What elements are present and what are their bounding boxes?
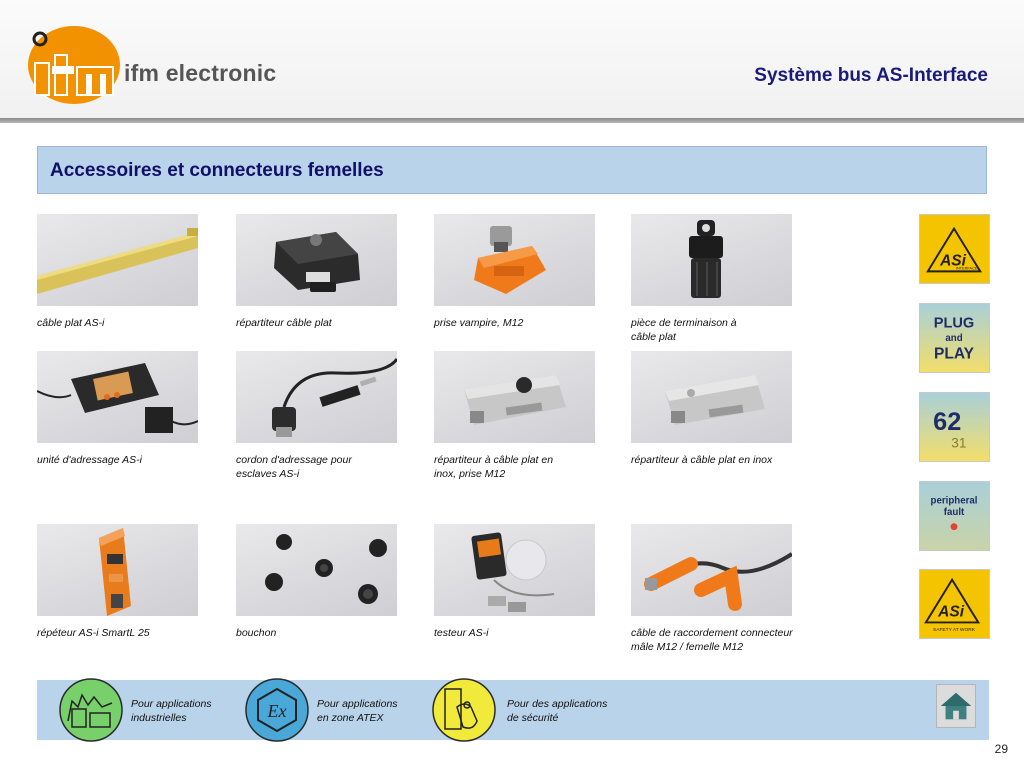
page-number: 29 <box>994 742 1008 756</box>
product-caption: répéteur AS-i SmartL 25 <box>37 626 212 640</box>
industrial-application-text: Pour applications industrielles <box>131 697 251 725</box>
caption-line: cordon d'adressage pour <box>236 454 352 466</box>
document-title: Système bus AS-Interface <box>754 65 988 86</box>
section-title-bar: Accessoires et connecteurs femelles <box>37 146 987 194</box>
peripheral-fault-badge: peripheral fault <box>919 481 990 551</box>
caption-line: répartiteur à câble plat en inox <box>631 454 773 466</box>
home-button[interactable] <box>936 684 976 728</box>
product-image-termination-piece <box>631 214 792 306</box>
atex-icon-text: Ex <box>267 701 287 721</box>
product-image-stainless-splitter <box>631 351 792 443</box>
plug-text: PLUG <box>934 315 974 331</box>
asi-safety-subtext: SAFETY AT WORK <box>933 627 976 633</box>
product-caption: pièce de terminaison à câble plat <box>631 316 806 344</box>
addresses-badge: 62 31 <box>919 392 990 462</box>
home-icon <box>940 692 972 720</box>
product-image-vampire-plug <box>434 214 595 306</box>
ifm-logo <box>28 26 120 104</box>
atex-application-text: Pour applications en zone ATEX <box>317 697 437 725</box>
product-image-flat-cable <box>37 214 198 306</box>
footer-text-line: Pour des applications <box>507 698 608 710</box>
asi-interface-badge: ASi INTERFACE <box>919 214 990 284</box>
and-text: and <box>945 333 962 344</box>
product-image-addressing-unit <box>37 351 198 443</box>
industrial-application-icon <box>59 678 123 742</box>
asi-safety-text: ASi <box>937 604 965 621</box>
header-divider <box>0 118 1024 123</box>
safety-application-icon <box>432 678 496 742</box>
caption-line: prise vampire, M12 <box>434 317 524 329</box>
header: ifm electronic Système bus AS-Interface <box>0 0 1024 118</box>
product-caption: répartiteur à câble plat en inox <box>631 453 806 467</box>
footer-text-line: Pour applications <box>131 698 212 710</box>
caption-line: câble plat AS-i <box>37 317 105 329</box>
product-image-addressing-cord <box>236 351 397 443</box>
caption-line: testeur AS-i <box>434 627 489 639</box>
product-caption: câble plat AS-i <box>37 316 212 330</box>
product-image-tester <box>434 524 595 616</box>
product-caption: unité d'adressage AS-i <box>37 453 212 467</box>
safety-application-text: Pour des applications de sécurité <box>507 697 627 725</box>
peripheral-text: peripheral <box>931 495 978 506</box>
caption-line: répartiteur câble plat <box>236 317 332 329</box>
footer-bar <box>37 680 989 740</box>
caption-line: unité d'adressage AS-i <box>37 454 142 466</box>
footer-text-line: industrielles <box>131 712 187 724</box>
asi-badge-subtext: INTERFACE <box>956 265 978 270</box>
caption-line: câble plat <box>631 331 676 343</box>
product-caption: bouchon <box>236 626 411 640</box>
product-image-plugs <box>236 524 397 616</box>
caption-line: mâle M12 / femelle M12 <box>631 641 744 653</box>
addresses-small-number: 31 <box>951 435 966 450</box>
product-caption: cordon d'adressage pour esclaves AS-i <box>236 453 411 481</box>
caption-line: bouchon <box>236 627 277 639</box>
footer-text-line: en zone ATEX <box>317 712 384 724</box>
caption-line: esclaves AS-i <box>236 468 300 480</box>
caption-line: répéteur AS-i SmartL 25 <box>37 627 150 639</box>
product-caption: testeur AS-i <box>434 626 609 640</box>
section-title: Accessoires et connecteurs femelles <box>50 160 384 181</box>
product-image-stainless-splitter-m12 <box>434 351 595 443</box>
atex-application-icon: Ex <box>245 678 309 742</box>
plug-and-play-badge: PLUG and PLAY <box>919 303 990 373</box>
footer-text-line: de sécurité <box>507 712 559 724</box>
product-caption: répartiteur câble plat <box>236 316 411 330</box>
product-caption: prise vampire, M12 <box>434 316 609 330</box>
product-image-repeater <box>37 524 198 616</box>
asi-safety-badge: ASi SAFETY AT WORK <box>919 569 990 639</box>
product-caption: câble de raccordement connecteur mâle M1… <box>631 626 806 654</box>
company-name: ifm electronic <box>124 60 277 86</box>
caption-line: câble de raccordement connecteur <box>631 627 793 639</box>
play-text: PLAY <box>934 345 975 362</box>
product-caption: répartiteur à câble plat en inox, prise … <box>434 453 609 481</box>
addresses-big-number: 62 <box>933 408 961 436</box>
footer-text-line: Pour applications <box>317 698 398 710</box>
product-image-connection-cable <box>631 524 792 616</box>
caption-line: inox, prise M12 <box>434 468 506 480</box>
fault-text: fault <box>944 507 965 518</box>
caption-line: pièce de terminaison à <box>631 317 737 329</box>
caption-line: répartiteur à câble plat en <box>434 454 554 466</box>
asi-badge-text: ASi <box>939 253 967 270</box>
product-image-flat-cable-splitter <box>236 214 397 306</box>
